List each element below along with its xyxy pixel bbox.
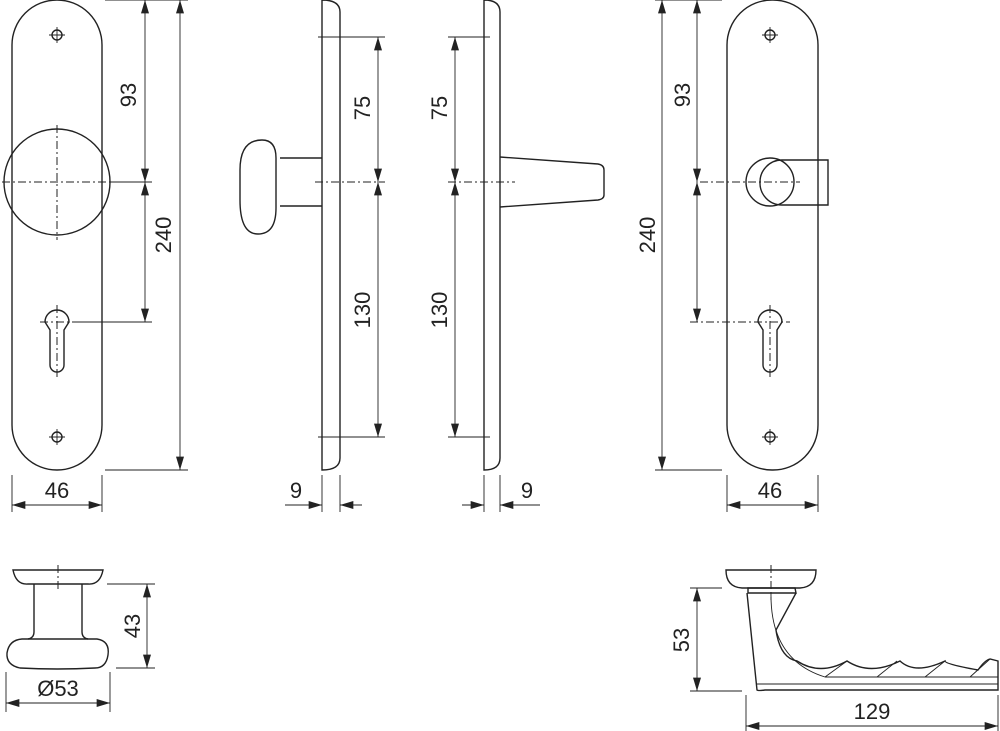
backplate-side-outline xyxy=(483,0,501,471)
dim-label: 93 xyxy=(670,83,695,107)
dim-label: 75 xyxy=(427,96,452,120)
knob-plate-side-view: 75 130 9 xyxy=(239,0,385,512)
dim-label: 75 xyxy=(350,96,375,120)
dim-label: 46 xyxy=(758,478,782,503)
lever-outline xyxy=(759,159,829,206)
dim-label: Ø53 xyxy=(37,676,79,701)
dim-label: 240 xyxy=(635,217,660,254)
dim-label: 9 xyxy=(521,478,533,503)
dim-label: 46 xyxy=(45,478,69,503)
rose xyxy=(12,569,104,585)
stem xyxy=(27,584,89,640)
screw-icon xyxy=(762,27,778,43)
lever-side-detail: 53 129 xyxy=(669,565,999,731)
screw-icon xyxy=(762,429,778,445)
knob-side-detail: 43 Ø53 xyxy=(5,565,155,712)
dim-label: 240 xyxy=(151,217,176,254)
knob-base xyxy=(6,638,109,670)
dim-label: 129 xyxy=(854,699,891,724)
screw-icon xyxy=(49,27,65,43)
lever-plate-side-view: 75 130 9 xyxy=(427,0,605,512)
dim-label: 93 xyxy=(116,83,141,107)
dim-label: 53 xyxy=(669,628,694,652)
knob-stem xyxy=(280,157,322,207)
backplate-side-outline xyxy=(321,0,341,471)
neck xyxy=(747,587,797,594)
knob-plate-front-view: 93 240 46 xyxy=(2,0,188,512)
lever-stub xyxy=(499,156,605,208)
backplate-outline xyxy=(726,0,819,471)
lever-body xyxy=(746,592,999,692)
screw-icon xyxy=(49,429,65,445)
knob-head xyxy=(239,139,277,235)
rose xyxy=(725,569,817,589)
dim-label: 43 xyxy=(120,614,145,638)
dim-label: 130 xyxy=(350,292,375,329)
dim-label: 130 xyxy=(427,292,452,329)
lever-plate-front-view: 93 240 46 xyxy=(635,0,829,512)
rose-outline xyxy=(745,157,795,207)
backplate-outline xyxy=(11,0,103,471)
dim-label: 9 xyxy=(290,478,302,503)
